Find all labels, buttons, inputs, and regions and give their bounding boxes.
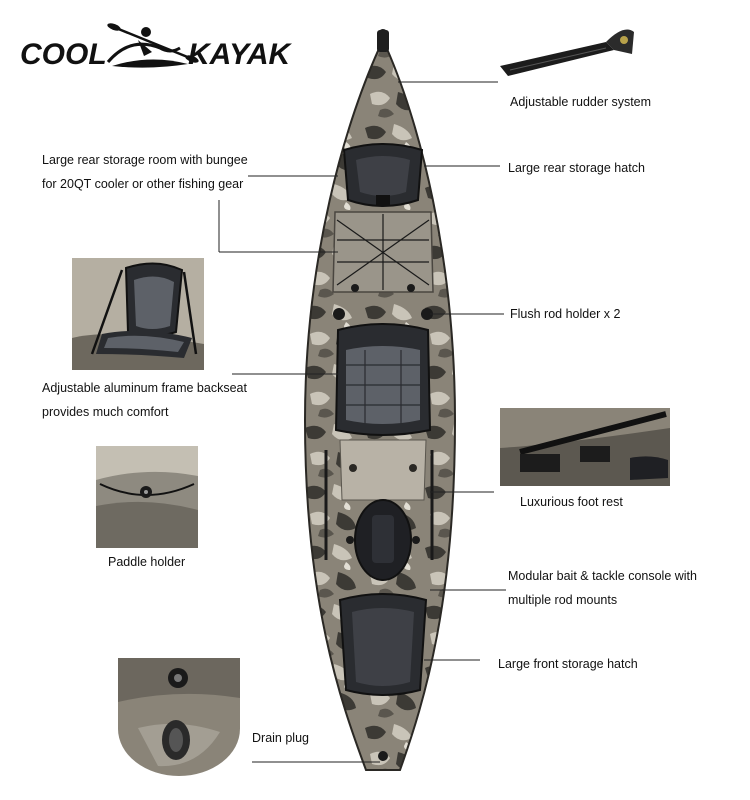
backseat-inset-photo [72,258,204,370]
label-rear-storage-line1: Large rear storage room with bungee [42,153,248,167]
label-foot-rest: Luxurious foot rest [520,495,623,509]
drain-plug-inset-photo [118,658,240,776]
rear-storage-hatch [342,143,424,207]
rudder-mount [377,29,389,52]
rear-tank-well [332,211,434,293]
label-console-line1: Modular bait & tackle console with [508,569,697,583]
foot-rest-icon [500,408,670,486]
drain-plug-marker [378,751,388,761]
label-drain-plug: Drain plug [252,731,309,745]
paddle-holder-icon [96,446,198,548]
kayak-seat [334,323,432,436]
logo-text-right: KAYAK [188,38,293,71]
label-backseat-line2: provides much comfort [42,405,169,419]
drain-plug-icon [118,658,240,776]
foot-rest-rails [324,450,434,560]
label-rear-storage-line2: for 20QT cooler or other fishing gear [42,177,244,191]
label-paddle-holder: Paddle holder [108,555,186,569]
seat-icon [72,258,204,370]
cockpit-floor [339,439,427,501]
label-front-hatch: Large front storage hatch [498,657,638,671]
label-rudder: Adjustable rudder system [510,95,652,109]
leader-lines [218,81,506,763]
label-console-line2: multiple rod mounts [508,593,618,607]
logo-graphic: COOL KAYAK [20,23,293,71]
foot-rest-inset-photo [500,408,670,486]
label-rod-holder: Flush rod holder x 2 [510,307,621,321]
label-backseat-line1: Adjustable aluminum frame backseat [42,381,247,395]
label-backseat: Adjustable aluminum frame backseat provi… [42,376,282,424]
label-console: Modular bait & tackle console with multi… [508,564,728,612]
rudder-inset-photo [496,14,646,86]
logo-text-left: COOL [20,38,107,71]
rudder-icon [500,29,634,76]
label-rear-storage: Large rear storage room with bungee for … [42,148,282,196]
brand-logo: COOL KAYAK [20,18,310,78]
tackle-console [346,499,420,581]
label-rear-hatch: Large rear storage hatch [508,161,645,175]
flush-rod-holders [333,308,433,320]
paddle-holder-inset-photo [96,446,198,548]
paddler-icon [106,23,199,68]
front-storage-hatch [338,593,428,696]
